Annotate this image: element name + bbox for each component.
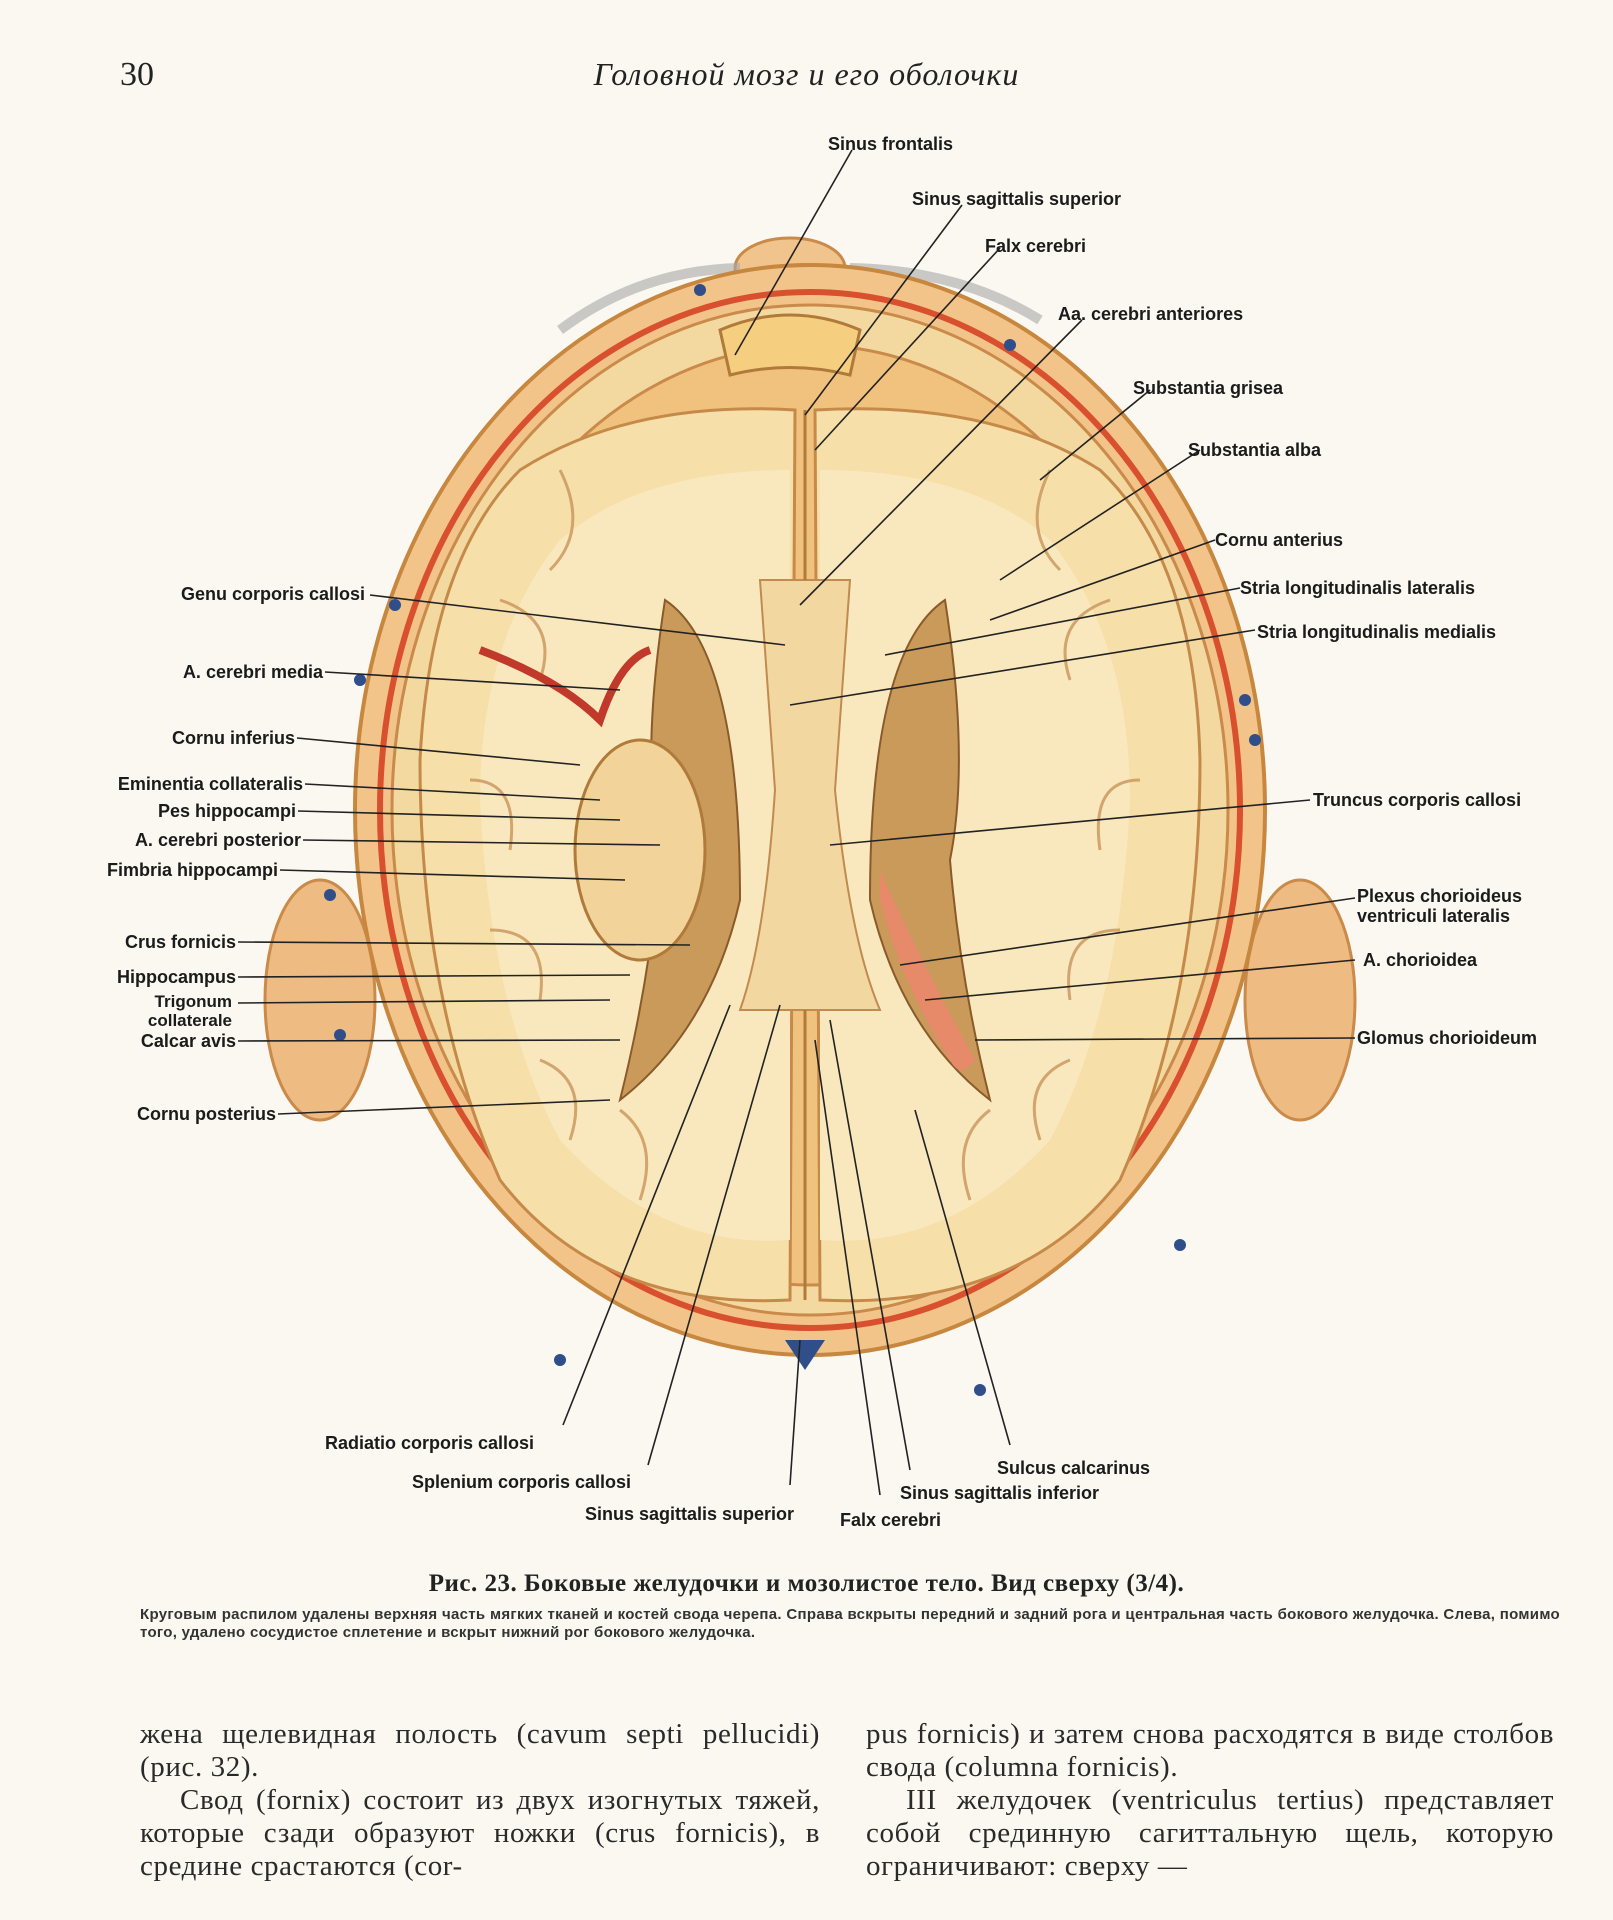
label-glomus-chorioideum: Glomus chorioideum <box>1357 1028 1537 1048</box>
label-substantia-grisea: Substantia grisea <box>1133 378 1284 398</box>
choroid-plexus <box>880 870 975 1070</box>
label-stria-longitudinalis-medialis: Stria longitudinalis medialis <box>1257 622 1496 642</box>
label-hippocampus: Hippocampus <box>117 967 236 987</box>
label-trigonum: Trigonum <box>155 992 232 1011</box>
figure-caption-title: Рис. 23. Боковые желудочки и мозолистое … <box>428 1570 1185 1597</box>
paragraph: III желудочек (ventriculus tertius) пред… <box>866 1784 1554 1882</box>
label-crus-fornicis: Crus fornicis <box>125 932 236 952</box>
leader-lines <box>237 149 1356 1496</box>
paragraph: pus fornicis) и затем снова расходятся в… <box>866 1718 1554 1783</box>
label-sinus-frontalis: Sinus frontalis <box>828 134 953 154</box>
label-sinus-sagittalis-superior-top: Sinus sagittalis superior <box>912 189 1121 209</box>
left-ear <box>263 878 377 1122</box>
posterior-sagittal-sinus <box>785 1340 825 1370</box>
label-plexus-chorioideus: Plexus chorioideus <box>1357 886 1522 906</box>
text-column-left: жена щелевидная полость (cavum septi pel… <box>140 1718 820 1883</box>
label-radiatio-corporis-callosi: Radiatio corporis callosi <box>325 1433 534 1453</box>
gyri-lines <box>469 469 1141 1201</box>
corpus-callosum <box>738 579 882 1011</box>
label-fimbria-hippocampi: Fimbria hippocampi <box>107 860 278 880</box>
running-title: Головной мозг и его оболочки <box>593 56 1020 92</box>
vessel-dots <box>324 284 1261 1396</box>
label-genu-corporis-callosi: Genu corporis callosi <box>181 584 365 604</box>
label-truncus-corporis-callosi: Truncus corporis callosi <box>1313 790 1521 810</box>
brain-section-illustration <box>263 236 1357 1396</box>
label-splenium-corporis-callosi: Splenium corporis callosi <box>412 1472 631 1492</box>
middle-cerebral-artery <box>478 646 652 728</box>
label-a-cerebri-posterior: A. cerebri posterior <box>135 830 301 850</box>
label-substantia-alba: Substantia alba <box>1188 440 1322 460</box>
label-eminentia-collateralis: Eminentia collateralis <box>118 774 303 794</box>
right-ear <box>1243 878 1357 1122</box>
label-stria-longitudinalis-lateralis: Stria longitudinalis lateralis <box>1240 578 1475 598</box>
label-aa-cerebri-anteriores: Aa. cerebri anteriores <box>1058 304 1243 324</box>
frontal-sinus <box>718 313 862 377</box>
paragraph: жена щелевидная полость (cavum septi pel… <box>140 1718 820 1783</box>
label-cornu-posterius: Cornu posterius <box>137 1104 276 1124</box>
label-collaterale: collaterale <box>148 1011 232 1030</box>
figure-caption-body: Круговым распилом удалены верхняя часть … <box>140 1606 1560 1641</box>
page-number: 30 <box>120 56 154 93</box>
dura-band <box>377 289 1243 1331</box>
label-falx-cerebri-top: Falx cerebri <box>985 236 1086 256</box>
label-cornu-anterius: Cornu anterius <box>1215 530 1343 550</box>
label-pes-hippocampi: Pes hippocampi <box>158 801 296 821</box>
label-sulcus-calcarinus: Sulcus calcarinus <box>997 1458 1150 1478</box>
label-calcar-avis: Calcar avis <box>141 1031 236 1051</box>
label-sinus-sagittalis-superior-bottom: Sinus sagittalis superior <box>585 1504 794 1524</box>
text-column-right: pus fornicis) и затем снова расходятся в… <box>866 1718 1554 1883</box>
label-cornu-inferius: Cornu inferius <box>172 728 295 748</box>
anatomy-figure: Sinus frontalis Sinus sagittalis superio… <box>107 134 1537 1530</box>
label-falx-cerebri-bottom: Falx cerebri <box>840 1510 941 1530</box>
label-sinus-sagittalis-inferior: Sinus sagittalis inferior <box>900 1483 1099 1503</box>
paragraph: Свод (fornix) состоит из двух изогнутых … <box>140 1784 820 1882</box>
label-a-cerebri-media: A. cerebri media <box>183 662 324 682</box>
label-ventriculi-lateralis: ventriculi lateralis <box>1357 906 1510 926</box>
label-a-chorioidea: A. chorioidea <box>1363 950 1478 970</box>
hippocampus-region <box>573 738 707 962</box>
right-ventricle <box>868 598 992 1103</box>
